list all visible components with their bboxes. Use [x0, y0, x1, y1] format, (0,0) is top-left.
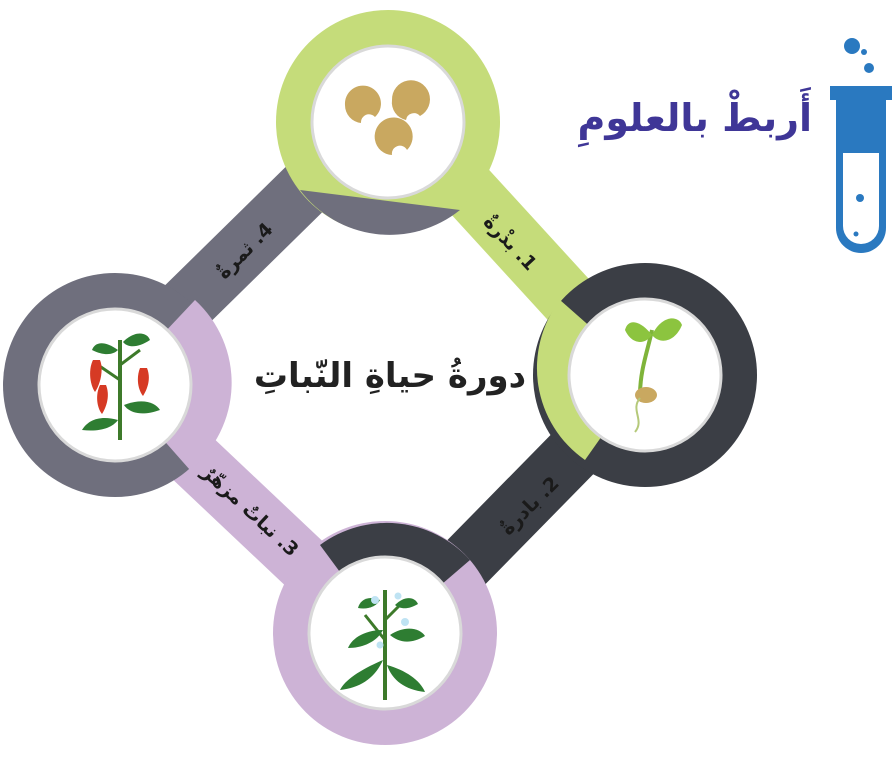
- page-title: أَربطْ بالعلومِ: [577, 96, 812, 140]
- flowering-plant-icon: [340, 590, 425, 700]
- seeds-icon: [344, 80, 430, 155]
- diagram-title: دورةُ حياةِ النّباتِ: [253, 356, 527, 396]
- node-seedling: [533, 263, 757, 487]
- seedling-icon: [625, 318, 682, 433]
- test-tube-icon: [830, 38, 892, 253]
- node-fruit: [3, 273, 232, 497]
- pepper-plant-icon: [82, 333, 160, 440]
